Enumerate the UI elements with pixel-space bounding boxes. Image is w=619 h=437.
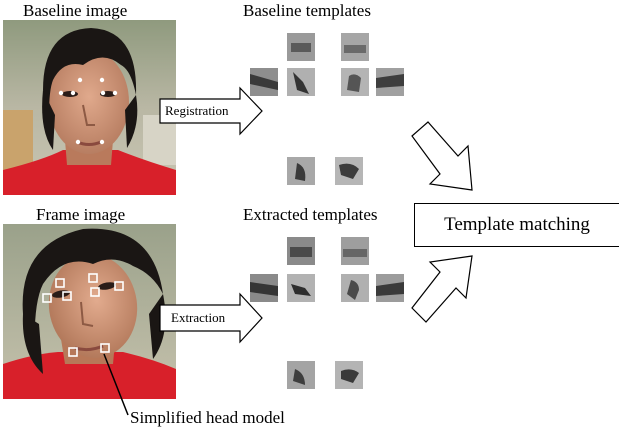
baseline-templates-label: Baseline templates [243,1,371,20]
template-tile [341,68,369,96]
extraction-label: Extraction [171,310,226,325]
template-tile [287,157,315,185]
frame-image [3,224,176,399]
registration-label: Registration [165,103,229,118]
frame-image-label: Frame image [36,205,126,224]
baseline-image-label: Baseline image [23,1,128,20]
template-tile [341,274,369,302]
template-tile [287,274,315,302]
template-tile [287,361,315,389]
template-tile [341,237,369,265]
template-tile [287,68,315,96]
template-matching-label: Template matching [444,214,590,235]
extracted-templates-label: Extracted templates [243,205,378,224]
template-tile [250,68,278,96]
template-tile [250,274,278,302]
template-tile [287,237,315,265]
template-tile [376,68,404,96]
up-right-arrow [411,255,473,323]
extraction-arrow [159,292,263,344]
baseline-image [3,20,176,195]
template-tile [335,157,363,185]
head-model-pointer [103,353,129,416]
down-right-arrow [411,121,473,191]
template-tile [376,274,404,302]
template-tile [335,361,363,389]
head-model-label: Simplified head model [130,408,285,427]
template-tile [287,33,315,61]
template-matching-box: Template matching [414,203,619,247]
registration-arrow [159,86,263,136]
template-tile [341,33,369,61]
